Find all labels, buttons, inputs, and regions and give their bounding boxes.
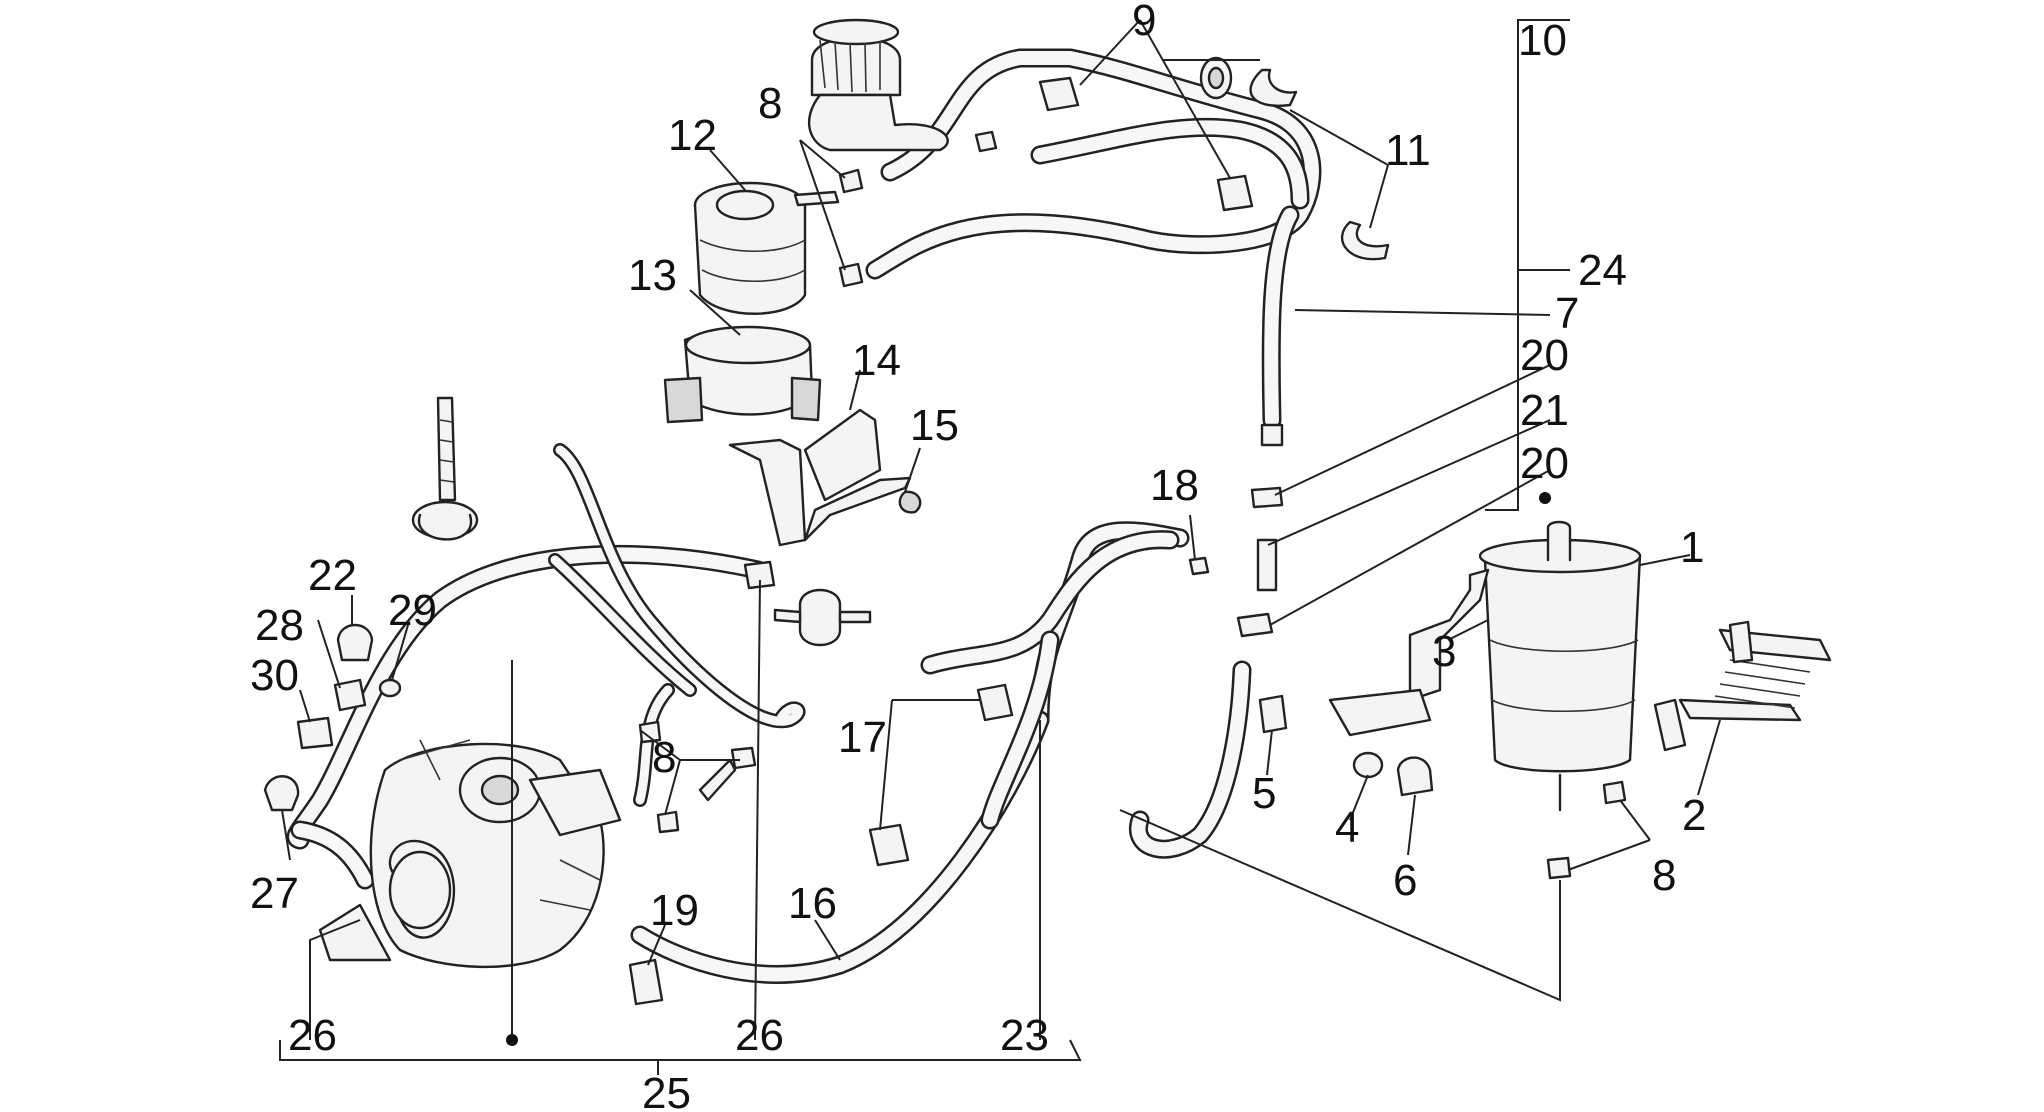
reference-dot — [506, 1034, 518, 1046]
callout-4: 4 — [1335, 803, 1359, 852]
callout-26-right: 26 — [735, 1011, 784, 1060]
callout-24: 24 — [1578, 246, 1627, 295]
callout-14: 14 — [852, 336, 901, 385]
callout-21: 21 — [1520, 386, 1569, 435]
leader-lines — [279, 19, 1721, 1075]
callout-16: 16 — [788, 879, 837, 928]
callout-labels: 1 2 3 4 5 6 7 8 8 8 9 10 11 12 13 14 15 … — [250, 0, 1706, 1112]
callout-10: 10 — [1518, 16, 1567, 65]
callout-23: 23 — [1000, 1011, 1049, 1060]
callout-8-left: 8 — [652, 733, 676, 782]
callout-12: 12 — [668, 111, 717, 160]
callout-5: 5 — [1252, 769, 1276, 818]
callout-8-right: 8 — [1652, 851, 1676, 900]
callout-28: 28 — [255, 601, 304, 650]
callout-13: 13 — [628, 251, 677, 300]
reservoir-assembly — [663, 18, 949, 424]
callout-25: 25 — [642, 1069, 691, 1112]
callout-3: 3 — [1432, 627, 1456, 676]
callout-7: 7 — [1555, 289, 1579, 338]
hose-network — [286, 48, 1322, 984]
callout-22: 22 — [308, 551, 357, 600]
callout-1: 1 — [1680, 523, 1704, 572]
callout-20-upper: 20 — [1520, 331, 1569, 380]
callout-2: 2 — [1682, 791, 1706, 840]
callout-8-top: 8 — [758, 79, 782, 128]
callout-9: 9 — [1132, 0, 1156, 45]
carburetor-assembly — [318, 396, 622, 969]
callout-30: 30 — [250, 651, 299, 700]
callout-20-lower: 20 — [1520, 439, 1569, 488]
callout-29: 29 — [388, 586, 437, 635]
callout-11: 11 — [1385, 126, 1431, 175]
callout-18: 18 — [1150, 461, 1199, 510]
callout-15: 15 — [910, 401, 959, 450]
bracket-14-assembly — [728, 408, 922, 547]
callout-27: 27 — [250, 869, 299, 918]
callout-6: 6 — [1393, 856, 1417, 905]
reference-dot — [1539, 492, 1551, 504]
callout-19: 19 — [650, 886, 699, 935]
canister-assembly — [1328, 520, 1832, 812]
callout-26-left: 26 — [288, 1011, 337, 1060]
callout-17: 17 — [838, 713, 887, 762]
clamps-and-fittings — [263, 56, 1627, 1006]
